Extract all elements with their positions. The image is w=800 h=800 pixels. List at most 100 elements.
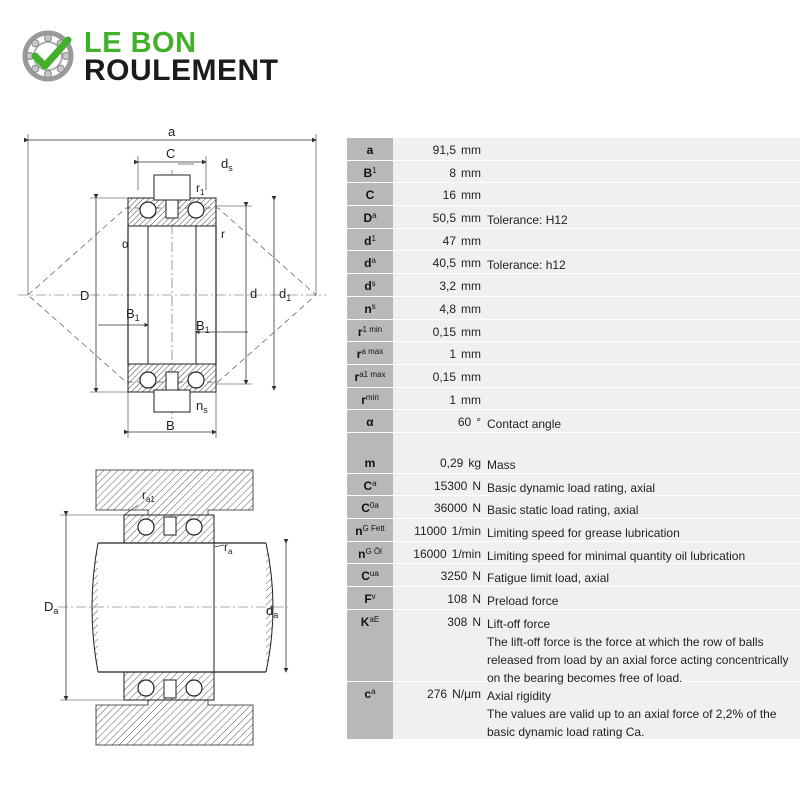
row-description — [487, 138, 800, 160]
row-description — [487, 274, 800, 296]
label-r: r — [221, 227, 225, 241]
label-D: D — [80, 288, 89, 303]
row-value: 60° — [457, 415, 481, 430]
row-description: Fatigue limit load, axial — [487, 571, 610, 586]
table-row: α 60° Contact angle — [347, 410, 800, 433]
row-description: Contact angle — [487, 417, 562, 432]
row-description — [487, 320, 800, 342]
label-d: d — [250, 286, 257, 301]
logo-text-top: LE BON — [84, 27, 197, 59]
row-description — [487, 229, 800, 251]
label-ra: ra — [224, 540, 233, 556]
mounting-drawing: Da da ra1 ra — [44, 469, 289, 746]
row-description: Limiting speed for grease lubrication — [487, 526, 680, 540]
label-B1-right: B1 — [196, 318, 210, 335]
label-alpha: α — [122, 237, 129, 251]
label-B: B — [166, 418, 175, 433]
row-note: The values are valid up to an axial forc… — [487, 706, 777, 739]
label-ns: ns — [196, 398, 208, 415]
row-description: Limiting speed for minimal quantity oil … — [487, 548, 746, 563]
label-da: da — [266, 603, 278, 620]
row-note: The lift-off force is the force at which… — [487, 634, 789, 685]
row-symbol: a — [347, 138, 393, 160]
row-symbol: α — [347, 410, 393, 432]
row-description: Tolerance: h12 — [487, 258, 566, 273]
row-description: Preload force — [487, 594, 559, 609]
label-Da: Da — [44, 599, 58, 616]
bearing-check-icon — [22, 30, 74, 82]
row-description: Basic dynamic load rating, axial — [487, 480, 656, 495]
bearing-dimension-drawing: a C ds r1 D α r d d1 B1 B1 ns — [18, 124, 326, 438]
row-symbol: C — [347, 183, 393, 206]
label-ds: ds — [221, 156, 233, 173]
row-description — [487, 183, 800, 205]
table-spacer — [347, 432, 800, 451]
brand-logo: LE BON ROULEMENT — [22, 26, 302, 87]
row-description: Mass — [487, 457, 516, 472]
logo-text-bottom: ROULEMENT — [84, 54, 279, 87]
row-description — [487, 297, 800, 319]
row-description — [487, 161, 800, 183]
label-r1: r1 — [196, 181, 205, 197]
label-a: a — [168, 124, 176, 139]
row-description: Tolerance: H12 — [487, 213, 568, 228]
row-description — [487, 388, 800, 410]
